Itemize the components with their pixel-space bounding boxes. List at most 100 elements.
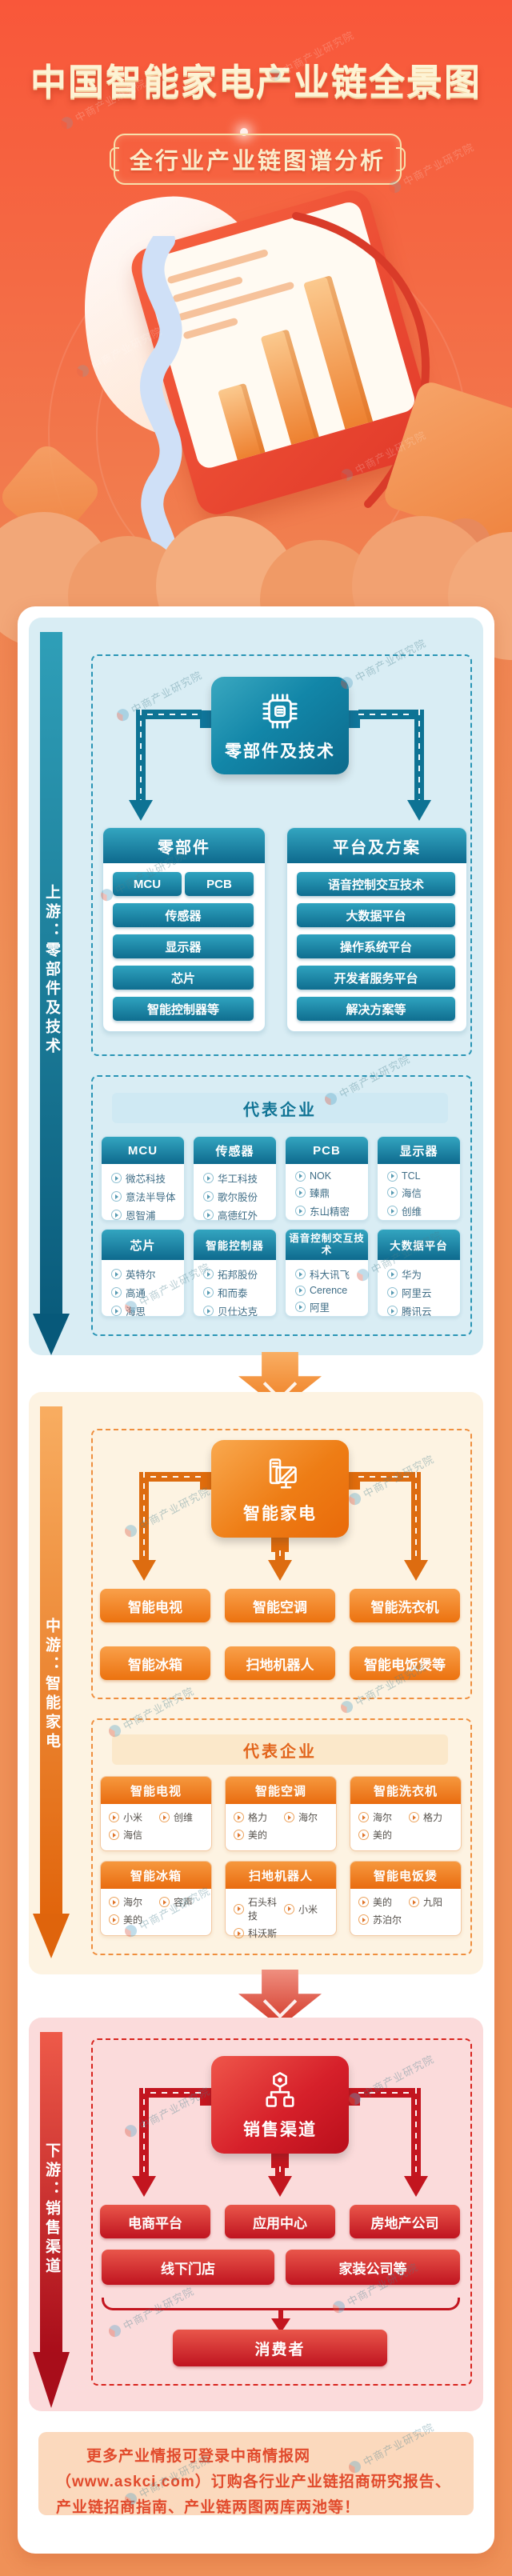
company-item: 苏泊尔	[358, 1913, 409, 1926]
arrow-bullet-icon	[109, 1914, 119, 1925]
midstream-companies-box	[91, 1718, 472, 1955]
brace-connector	[102, 2298, 460, 2310]
company-list: 英特尔 高通 海思	[102, 1260, 184, 1323]
connector-stub	[346, 1472, 360, 1490]
chip-icon	[262, 693, 298, 729]
midstream-root-label: 智能家电	[243, 1504, 317, 1523]
connector-stub	[346, 710, 360, 728]
connector-line	[136, 710, 146, 800]
company-card: 智能电饭煲 美的 九阳 苏泊尔	[350, 1861, 462, 1936]
connector-line	[358, 2088, 421, 2098]
downstream-side-bar	[40, 2032, 62, 2352]
company-item: 拓邦股份	[203, 1266, 273, 1282]
company-item: 小米	[284, 1895, 334, 1922]
company-card-title: MCU	[102, 1137, 184, 1164]
company-item: 科沃斯	[234, 1926, 284, 1940]
platform-item-button: 语音控制交互技术	[297, 872, 455, 896]
channel-button: 线下门店	[102, 2250, 274, 2285]
connector-line	[275, 1550, 285, 1562]
arrow-bullet-icon	[234, 1928, 244, 1938]
arrow-bullet-icon	[159, 1897, 170, 1907]
arrow-bullet-icon	[109, 1897, 119, 1907]
arrow-bullet-icon	[387, 1306, 398, 1316]
arrow-bullet-icon	[203, 1191, 214, 1202]
connector-stub	[271, 2152, 289, 2168]
arrow-bullet-icon	[234, 1903, 244, 1914]
company-item: 华为	[387, 1266, 457, 1282]
company-list: TCL 海信 创维	[378, 1164, 460, 1223]
connector-line	[275, 2166, 285, 2178]
connector-line	[411, 2088, 421, 2176]
arrow-head-icon	[404, 1560, 428, 1581]
midstream-side-label: 中游：智能家电	[43, 1618, 60, 1752]
parts-column-header: 零部件	[103, 828, 265, 863]
platform-column-header: 平台及方案	[287, 828, 466, 863]
platform-item-button: 解决方案等	[297, 997, 455, 1021]
company-item: 阿里云	[387, 1285, 457, 1300]
arrow-bullet-icon	[109, 1830, 119, 1840]
upstream-diagram-box	[91, 654, 472, 1056]
company-card-title: 扫地机器人	[226, 1862, 336, 1889]
company-card: 扫地机器人 石头科技 小米 科沃斯	[225, 1861, 337, 1939]
company-card: 智能控制器 拓邦股份 和而泰 贝仕达克	[193, 1229, 277, 1318]
company-card-title: 传感器	[194, 1137, 276, 1164]
company-list: 拓邦股份 和而泰 贝仕达克	[194, 1260, 276, 1323]
company-item: 美的	[358, 1895, 409, 1909]
company-card: 智能冰箱 海尔 容声 美的	[100, 1861, 212, 1936]
company-card-title: 语音控制交互技术	[286, 1230, 368, 1260]
product-button: 智能冰箱	[100, 1646, 210, 1680]
channel-button: 电商平台	[100, 2205, 210, 2238]
company-item: 英特尔	[111, 1266, 181, 1282]
company-item: 恩智浦	[111, 1207, 181, 1222]
company-item: 微芯科技	[111, 1170, 181, 1186]
connector-line	[411, 1472, 421, 1560]
company-list: 华为 阿里云 腾讯云	[378, 1260, 460, 1323]
company-item: 阿里	[295, 1299, 365, 1314]
connector-line	[139, 2088, 149, 2176]
company-item: 海思	[111, 1303, 181, 1318]
company-item: TCL	[387, 1170, 457, 1182]
midstream-side-bar	[40, 1406, 62, 1914]
connector-stub	[200, 710, 214, 728]
subtitle-text: 全行业产业链图谱分析	[129, 149, 386, 174]
company-list: 海尔 容声 美的	[101, 1889, 211, 1931]
arrow-bullet-icon	[284, 1903, 294, 1914]
connector-line	[139, 1472, 202, 1482]
arrow-bullet-icon	[203, 1306, 214, 1316]
arrow-bullet-icon	[111, 1306, 122, 1316]
company-item: 华工科技	[203, 1170, 273, 1186]
pie-logo-icon	[58, 114, 75, 131]
smart-appliance-icon	[269, 1458, 297, 1489]
arrow-head-icon	[404, 2176, 428, 2197]
downstream-side-label: 下游：销售渠道	[43, 2142, 60, 2277]
company-card: 智能洗衣机 海尔 格力 美的	[350, 1776, 462, 1851]
company-item: 贝仕达克	[203, 1303, 273, 1318]
company-item: 美的	[234, 1828, 284, 1842]
product-button: 智能空调	[225, 1589, 335, 1622]
company-item: 和而泰	[203, 1285, 273, 1300]
company-item: 腾讯云	[387, 1303, 457, 1318]
arrow-head-icon	[407, 800, 431, 821]
downstream-side-bar-arrow-icon	[33, 2352, 70, 2408]
arrow-bullet-icon	[387, 1269, 398, 1279]
arrow-head-icon	[268, 2176, 292, 2197]
upstream-side-label: 上游：零部件及技术	[43, 884, 60, 1057]
company-item: 意法半导体	[111, 1189, 181, 1204]
company-item: 格力	[234, 1810, 284, 1824]
company-list: 微芯科技 意法半导体 恩智浦	[102, 1164, 184, 1227]
company-list: 石头科技 小米 科沃斯	[226, 1889, 336, 1945]
company-item: 创维	[159, 1810, 210, 1824]
company-card: 芯片 英特尔 高通 海思	[101, 1229, 185, 1318]
midstream-diagram-box	[91, 1429, 472, 1699]
arrow-bullet-icon	[358, 1830, 369, 1840]
channel-button: 房地产公司	[350, 2205, 460, 2238]
down-arrow-icon	[278, 2310, 283, 2320]
company-card-title: 显示器	[378, 1137, 460, 1164]
company-card-title: 智能洗衣机	[350, 1777, 461, 1804]
company-item: 海信	[109, 1828, 159, 1842]
part-item-button: 显示器	[113, 934, 254, 958]
company-item: 容声	[159, 1895, 210, 1909]
company-list: 华工科技 歌尔股份 高德红外	[194, 1164, 276, 1227]
connector-line	[139, 1472, 149, 1560]
